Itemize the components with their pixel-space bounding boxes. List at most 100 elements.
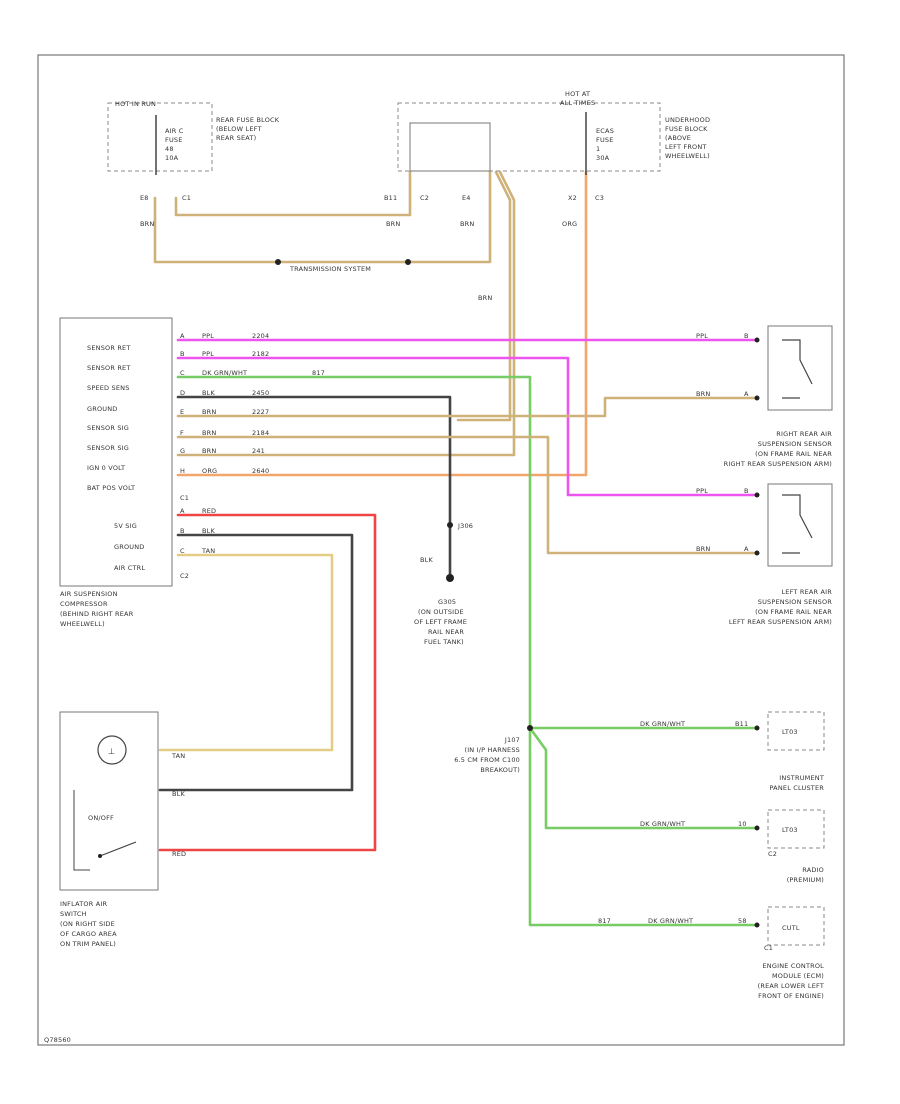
- ground-wire-label: BLK: [420, 556, 433, 564]
- svg-text:PPL: PPL: [202, 350, 214, 358]
- ecm-label: ENGINE CONTROL MODULE (ECM) (REAR LOWER …: [758, 962, 825, 1000]
- hot-at-all-times-label: HOT AT ALL TIMES: [560, 90, 595, 107]
- svg-text:6.5 CM FROM C100: 6.5 CM FROM C100: [454, 756, 520, 764]
- svg-text:RIGHT REAR SUSPENSION ARM): RIGHT REAR SUSPENSION ARM): [724, 460, 832, 468]
- svg-text:241: 241: [252, 447, 265, 455]
- svg-text:FUSE: FUSE: [596, 136, 614, 144]
- svg-text:WHEELWELL): WHEELWELL): [60, 620, 105, 628]
- underhood-fuse-text: ECAS FUSE 1 30A: [596, 127, 614, 162]
- svg-text:D: D: [180, 389, 185, 397]
- ecm-pin: [754, 922, 760, 928]
- ipc-wire-label: DK GRN/WHT: [640, 720, 685, 728]
- underhood-fuse-block: [397, 102, 661, 172]
- wire-grn-radio: [528, 726, 756, 830]
- svg-text:ENGINE CONTROL: ENGINE CONTROL: [763, 962, 825, 970]
- svg-text:ECAS: ECAS: [596, 127, 614, 135]
- svg-text:H: H: [180, 467, 185, 475]
- svg-text:SWITCH: SWITCH: [60, 910, 87, 918]
- svg-text:LEFT REAR SUSPENSION ARM): LEFT REAR SUSPENSION ARM): [729, 618, 832, 626]
- ground-label: G305 (ON OUTSIDE OF LEFT FRAME RAIL NEAR…: [414, 598, 467, 646]
- svg-text:ORG: ORG: [562, 220, 577, 228]
- svg-text:(IN I/P HARNESS: (IN I/P HARNESS: [464, 746, 520, 754]
- svg-text:REAR FUSE BLOCK: REAR FUSE BLOCK: [216, 116, 280, 124]
- wire-red: [158, 513, 377, 852]
- switch-pivot: [98, 854, 102, 858]
- svg-text:2182: 2182: [252, 350, 269, 358]
- svg-text:2204: 2204: [252, 332, 269, 340]
- svg-text:B: B: [744, 487, 749, 495]
- svg-text:RED: RED: [202, 507, 216, 515]
- diagram-id: Q78560: [44, 1036, 71, 1044]
- wire-blk-c2: [158, 533, 354, 792]
- svg-text:ON TRIM PANEL): ON TRIM PANEL): [60, 940, 116, 948]
- svg-text:RADIO: RADIO: [802, 866, 824, 874]
- svg-text:BRN: BRN: [460, 220, 474, 228]
- svg-text:E4: E4: [462, 194, 471, 202]
- svg-text:PPL: PPL: [696, 487, 708, 495]
- compressor-label: AIR SUSPENSION COMPRESSOR (BEHIND RIGHT …: [60, 590, 134, 628]
- left-sensor-pin-a: [754, 550, 760, 556]
- wire-x2-down: [176, 170, 516, 457]
- svg-text:RED: RED: [172, 850, 186, 858]
- svg-text:FUSE BLOCK: FUSE BLOCK: [665, 125, 708, 133]
- svg-text:E8: E8: [140, 194, 149, 202]
- svg-text:A: A: [180, 332, 185, 340]
- svg-text:C2: C2: [420, 194, 429, 202]
- right-sensor-element: [782, 339, 813, 399]
- ecm-pin-label: 58: [738, 917, 747, 925]
- right-sensor-pin-a: [754, 395, 760, 401]
- svg-text:LEFT FRONT: LEFT FRONT: [665, 143, 707, 151]
- transmission-splice-right: [405, 259, 411, 265]
- right-sensor-label: RIGHT REAR AIR SUSPENSION SENSOR (ON FRA…: [724, 430, 832, 468]
- svg-text:BRN: BRN: [696, 545, 710, 553]
- switch-lamp: [97, 735, 127, 765]
- svg-text:BRN: BRN: [202, 408, 216, 416]
- svg-text:SENSOR SIG: SENSOR SIG: [87, 424, 129, 432]
- transmission-label: TRANSMISSION SYSTEM: [289, 265, 371, 273]
- radio-pin-label: 10: [738, 820, 747, 828]
- underhood-block-label: UNDERHOOD FUSE BLOCK (ABOVE LEFT FRONT W…: [665, 116, 710, 160]
- inflator-switch-label: INFLATOR AIR SWITCH (ON RIGHT SIDE OF CA…: [60, 900, 117, 948]
- ecm-code: CUTL: [782, 924, 800, 932]
- ecm-box: [767, 906, 825, 946]
- svg-text:BAT POS VOLT: BAT POS VOLT: [87, 484, 135, 492]
- svg-text:PPL: PPL: [202, 332, 214, 340]
- svg-text:FRONT OF ENGINE): FRONT OF ENGINE): [758, 992, 824, 1000]
- switch-wiring: [73, 790, 90, 871]
- radio-wire-label: DK GRN/WHT: [640, 820, 685, 828]
- ground-symbol: [446, 574, 454, 582]
- svg-text:COMPRESSOR: COMPRESSOR: [60, 600, 108, 608]
- rear-fuse-block: [107, 102, 213, 172]
- svg-text:B: B: [744, 332, 749, 340]
- compressor-pin-names: SENSOR RET SENSOR RET SPEED SENS GROUND …: [87, 344, 189, 580]
- inflator-switch-box: [59, 711, 159, 891]
- svg-text:GROUND: GROUND: [114, 543, 145, 551]
- svg-text:B11: B11: [384, 194, 397, 202]
- svg-text:PPL: PPL: [696, 332, 708, 340]
- svg-text:PANEL CLUSTER: PANEL CLUSTER: [769, 784, 824, 792]
- svg-text:C: C: [180, 547, 185, 555]
- left-sensor-element: [782, 494, 813, 554]
- svg-text:OF CARGO AREA: OF CARGO AREA: [60, 930, 117, 938]
- svg-text:BRN: BRN: [140, 220, 154, 228]
- compressor-box: [59, 317, 173, 587]
- svg-text:(BELOW LEFT: (BELOW LEFT: [216, 125, 262, 133]
- underhood-relay: [409, 122, 491, 172]
- brn-mid-label: BRN: [478, 294, 492, 302]
- left-sensor-wire-labels: PPL BRN B A: [696, 487, 749, 553]
- svg-text:BLK: BLK: [202, 527, 215, 535]
- wire-brn-f: [176, 435, 756, 555]
- svg-text:BRN: BRN: [696, 390, 710, 398]
- svg-text:A: A: [180, 507, 185, 515]
- svg-text:BREAKOUT): BREAKOUT): [480, 766, 520, 774]
- svg-text:WHEELWELL): WHEELWELL): [665, 152, 710, 160]
- svg-text:(BEHIND RIGHT REAR: (BEHIND RIGHT REAR: [60, 610, 134, 618]
- svg-text:GROUND: GROUND: [87, 405, 118, 413]
- svg-text:INFLATOR AIR: INFLATOR AIR: [60, 900, 107, 908]
- svg-text:SENSOR SIG: SENSOR SIG: [87, 444, 129, 452]
- svg-text:817: 817: [312, 369, 325, 377]
- svg-text:(ON RIGHT SIDE: (ON RIGHT SIDE: [60, 920, 115, 928]
- svg-text:ALL TIMES: ALL TIMES: [560, 99, 595, 107]
